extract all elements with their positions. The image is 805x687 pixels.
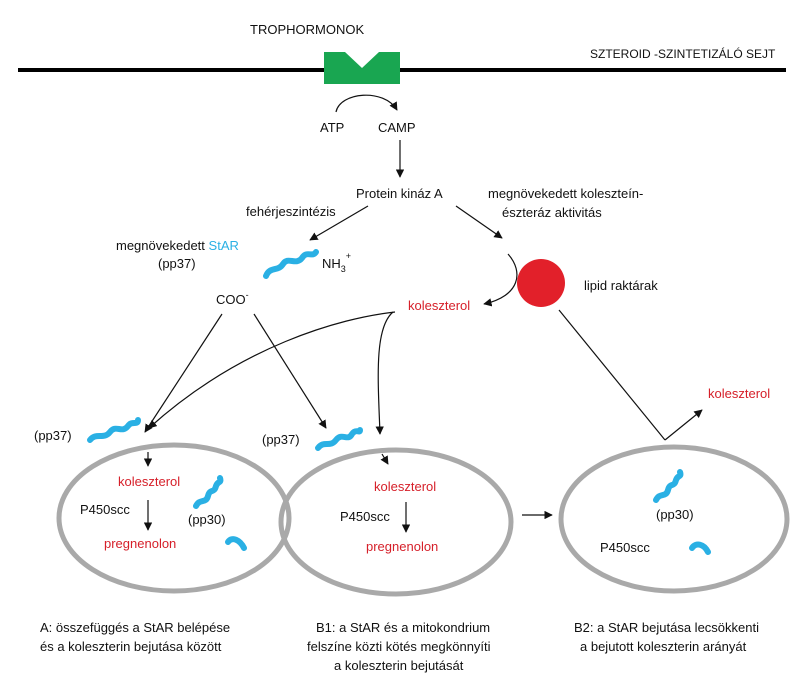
pka-to-esterase-arrow [455,205,503,239]
b2-cholesterol-out-arrow [664,409,703,441]
mito-b2-caption-line2: a bejutott koleszterin arányát [580,639,747,654]
cholesterol-to-mito-a-arrow [148,311,396,429]
mito-a-caption-line2: és a koleszterin bejutása között [40,639,222,654]
cell-type-label: SZTEROID -SZINTETIZÁLÓ SEJT [590,46,776,61]
camp-label: CAMP [378,120,416,135]
cholesterol-cytosol-label: koleszterol [408,298,470,313]
cholesterol-to-mito-b1-arrow [375,311,394,435]
mito-a-p450-label: P450scc [80,502,130,517]
mito-a-star-pp37 [87,417,141,443]
star-to-mito-b1-arrow [253,313,327,429]
esterase-label-line1: megnövekedett koleszteín- [488,186,643,201]
mitochondrion-b2 [558,444,790,594]
mito-b1-caption-line2: felszíne közti kötés megkönnyíti [307,639,491,654]
mito-b2-caption-line1: B2: a StAR bejutása lecsökkenti [574,620,759,635]
mito-a-pp30-label: (pp30) [188,512,226,527]
receptor [324,52,400,84]
mito-a-caption-line1: A: összefüggés a StAR belépése [40,620,230,635]
cholesterol-out-label: koleszterol [708,386,770,401]
star-to-mito-a-arrow [144,313,223,433]
mito-a-pregnenolone-label: pregnenolon [104,536,176,551]
coo-label: COO- [216,290,249,307]
mito-b1-caption-line3: a koleszterin bejutását [334,658,464,673]
mito-b1-cholesterol-label: koleszterol [374,479,436,494]
mito-b1-entry-arrow [380,453,389,465]
mito-a-star-pp30 [193,475,224,509]
protein-synthesis-label: fehérjeszintézis [246,204,336,219]
mito-b1-pp37-label: (pp37) [262,432,300,447]
pka-label: Protein kináz A [356,186,443,201]
mitochondrion-b1 [278,447,514,597]
mito-b1-p450-label: P450scc [340,509,390,524]
mito-b2-star-small [689,541,711,555]
atp-to-camp-arrow [335,94,398,113]
mito-b1-caption-line1: B1: a StAR és a mitokondrium [316,620,490,635]
mito-b1-pregnenolone-label: pregnenolon [366,539,438,554]
star-protein-top [263,249,319,279]
mito-b2-pp30-label: (pp30) [656,507,694,522]
mito-a-cholesterol-label: koleszterol [118,474,180,489]
pka-to-star-arrow [309,205,369,241]
pp37-label-top: (pp37) [158,256,196,271]
mito-b2-star-pp30 [653,469,684,503]
lipid-droplet [517,259,565,307]
lipid-to-b2-line [558,309,666,441]
mito-b1-star-pp37 [315,427,363,451]
atp-label: ATP [320,120,344,135]
mito-a-pp37-label: (pp37) [34,428,72,443]
lipid-stores-label: lipid raktárak [584,278,658,293]
mito-b2-p450-label: P450scc [600,540,650,555]
star-name: StAR [209,238,239,253]
nh3-label: NH3+ [322,251,351,274]
mitochondrion-a [56,442,292,594]
esterase-label-line2: észteráz aktivitás [502,205,602,220]
increased-star-label: megnövekedett StAR [116,238,239,253]
mito-a-star-small [225,536,247,551]
lipid-to-cholesterol-arrow [483,253,518,307]
trophormones-label: TROPHORMONOK [250,22,364,37]
